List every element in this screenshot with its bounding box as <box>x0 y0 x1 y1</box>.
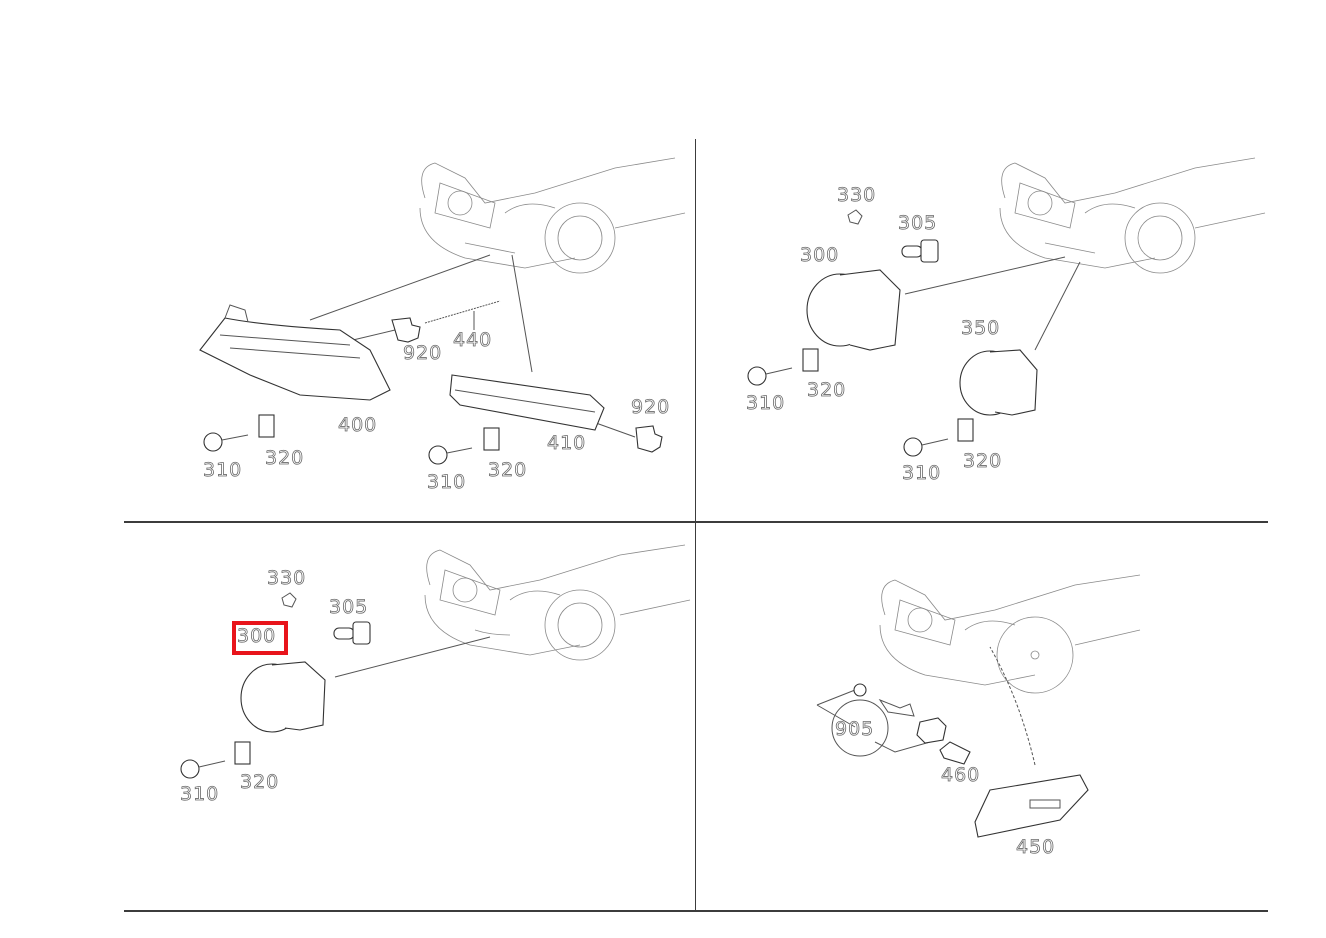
part-label-310[interactable]: 310 <box>746 392 786 414</box>
nut-320 <box>234 741 251 765</box>
part-label-920[interactable]: 920 <box>631 396 671 418</box>
part-label-310[interactable]: 310 <box>902 462 942 484</box>
fog-lamp-300-bl <box>240 661 326 733</box>
side-marker-450 <box>974 774 1089 838</box>
leader-line <box>352 329 396 341</box>
leader-line <box>1034 261 1081 351</box>
part-label-350[interactable]: 350 <box>961 317 1001 339</box>
clip-330 <box>847 209 863 225</box>
wire-440 <box>424 300 501 324</box>
part-label-410[interactable]: 410 <box>547 432 587 454</box>
part-label-320[interactable]: 320 <box>807 379 847 401</box>
nut-320 <box>957 418 974 442</box>
fog-lamp-350-tr <box>959 349 1038 416</box>
part-label-320[interactable]: 320 <box>963 450 1003 472</box>
part-label-320[interactable]: 320 <box>265 447 305 469</box>
leader-line <box>334 636 491 678</box>
screw-310 <box>428 445 473 465</box>
bulb-305-tr <box>901 239 939 263</box>
car-front-illustration-bl <box>424 544 691 661</box>
nut-320 <box>483 427 500 451</box>
headlamp-400 <box>199 304 391 401</box>
part-label-330[interactable]: 330 <box>267 567 307 589</box>
part-label-300-highlighted[interactable]: 300 <box>237 625 277 647</box>
part-label-460[interactable]: 460 <box>941 764 981 786</box>
fog-lamp-300-tr <box>806 269 901 351</box>
screw-310 <box>203 432 249 452</box>
highlight-box-300 <box>232 621 288 655</box>
car-front-illustration-tl <box>419 157 686 274</box>
part-label-440[interactable]: 440 <box>453 329 493 351</box>
part-label-310[interactable]: 310 <box>203 459 243 481</box>
part-label-320[interactable]: 320 <box>488 459 528 481</box>
part-label-305[interactable]: 305 <box>329 596 369 618</box>
part-label-330[interactable]: 330 <box>837 184 877 206</box>
car-front-illustration-br <box>879 574 1141 694</box>
screw-310 <box>180 759 226 779</box>
screw-310 <box>903 437 949 457</box>
drl-strip-410 <box>449 374 605 431</box>
leader-line <box>904 256 1066 295</box>
panel-divider-vertical <box>695 139 696 910</box>
connector-920 <box>391 317 421 343</box>
panel-divider-bottom <box>124 910 1268 912</box>
circle-905 <box>831 699 889 757</box>
leader-line <box>511 254 533 373</box>
part-label-905[interactable]: 905 <box>835 718 875 740</box>
part-label-300[interactable]: 300 <box>800 244 840 266</box>
bulb-305-bl <box>333 621 371 645</box>
leader-line <box>989 646 1036 766</box>
part-label-450[interactable]: 450 <box>1016 836 1056 858</box>
connector-920 <box>635 425 663 453</box>
car-front-illustration-tr <box>999 157 1266 274</box>
bulb-460 <box>939 741 971 765</box>
panel-divider-middle <box>124 521 1268 523</box>
part-label-310[interactable]: 310 <box>180 783 220 805</box>
part-label-400[interactable]: 400 <box>338 414 378 436</box>
nut-320 <box>258 414 275 438</box>
leader-line <box>309 254 491 321</box>
clip-330 <box>281 592 297 608</box>
part-label-310[interactable]: 310 <box>427 471 467 493</box>
screw-310 <box>747 366 793 386</box>
grommet-905 <box>853 683 867 697</box>
bracket-905 <box>878 698 915 717</box>
nut-320 <box>802 348 819 372</box>
socket-905 <box>916 717 947 744</box>
part-label-305[interactable]: 305 <box>898 212 938 234</box>
part-label-320[interactable]: 320 <box>240 771 280 793</box>
leader-line <box>595 422 636 438</box>
part-label-920[interactable]: 920 <box>403 342 443 364</box>
